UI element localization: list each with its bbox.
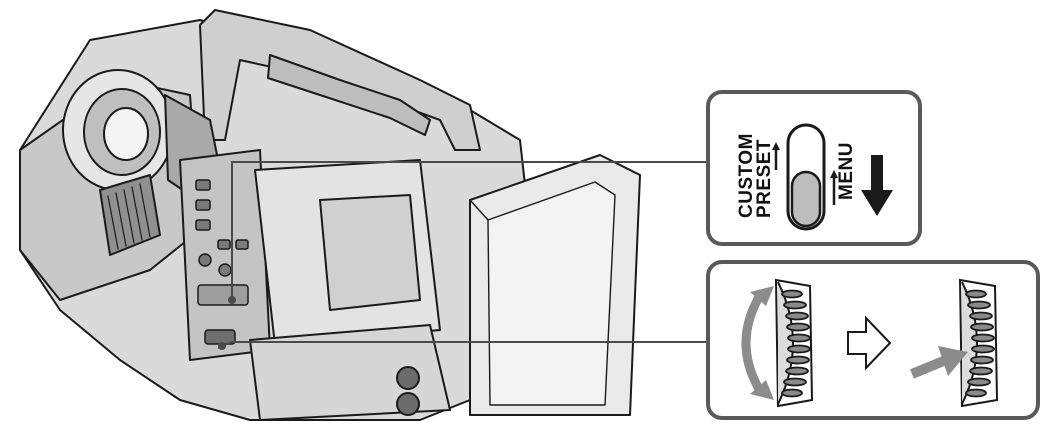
menu-label: MENU — [836, 142, 857, 200]
tape-window — [319, 194, 421, 311]
leader-line-switch — [231, 161, 708, 300]
handle-grip — [267, 54, 431, 136]
down-arrow-icon — [861, 155, 893, 216]
slide-switch-knob — [790, 170, 822, 228]
switch-callout: CUSTOM PRESET MENU — [706, 90, 922, 246]
eyepiece-glass — [103, 107, 149, 161]
lcd-frame-inner — [487, 181, 616, 406]
rotate-arrow-icon — [741, 286, 774, 400]
dial-callout — [706, 260, 1040, 420]
leader-dot-switch — [228, 296, 236, 304]
lower-dials — [396, 366, 420, 416]
hollow-right-arrow-icon — [847, 315, 892, 371]
leader-dot-dial — [218, 342, 226, 350]
lower-panel — [249, 324, 451, 421]
jog-dial-right — [958, 278, 999, 408]
custom-label: CUSTOM — [736, 133, 757, 218]
camcorder-illustration — [19, 9, 641, 421]
press-arrow-icon — [910, 346, 968, 379]
preset-label: PRESET — [754, 139, 775, 218]
jog-dial-left — [774, 278, 814, 408]
